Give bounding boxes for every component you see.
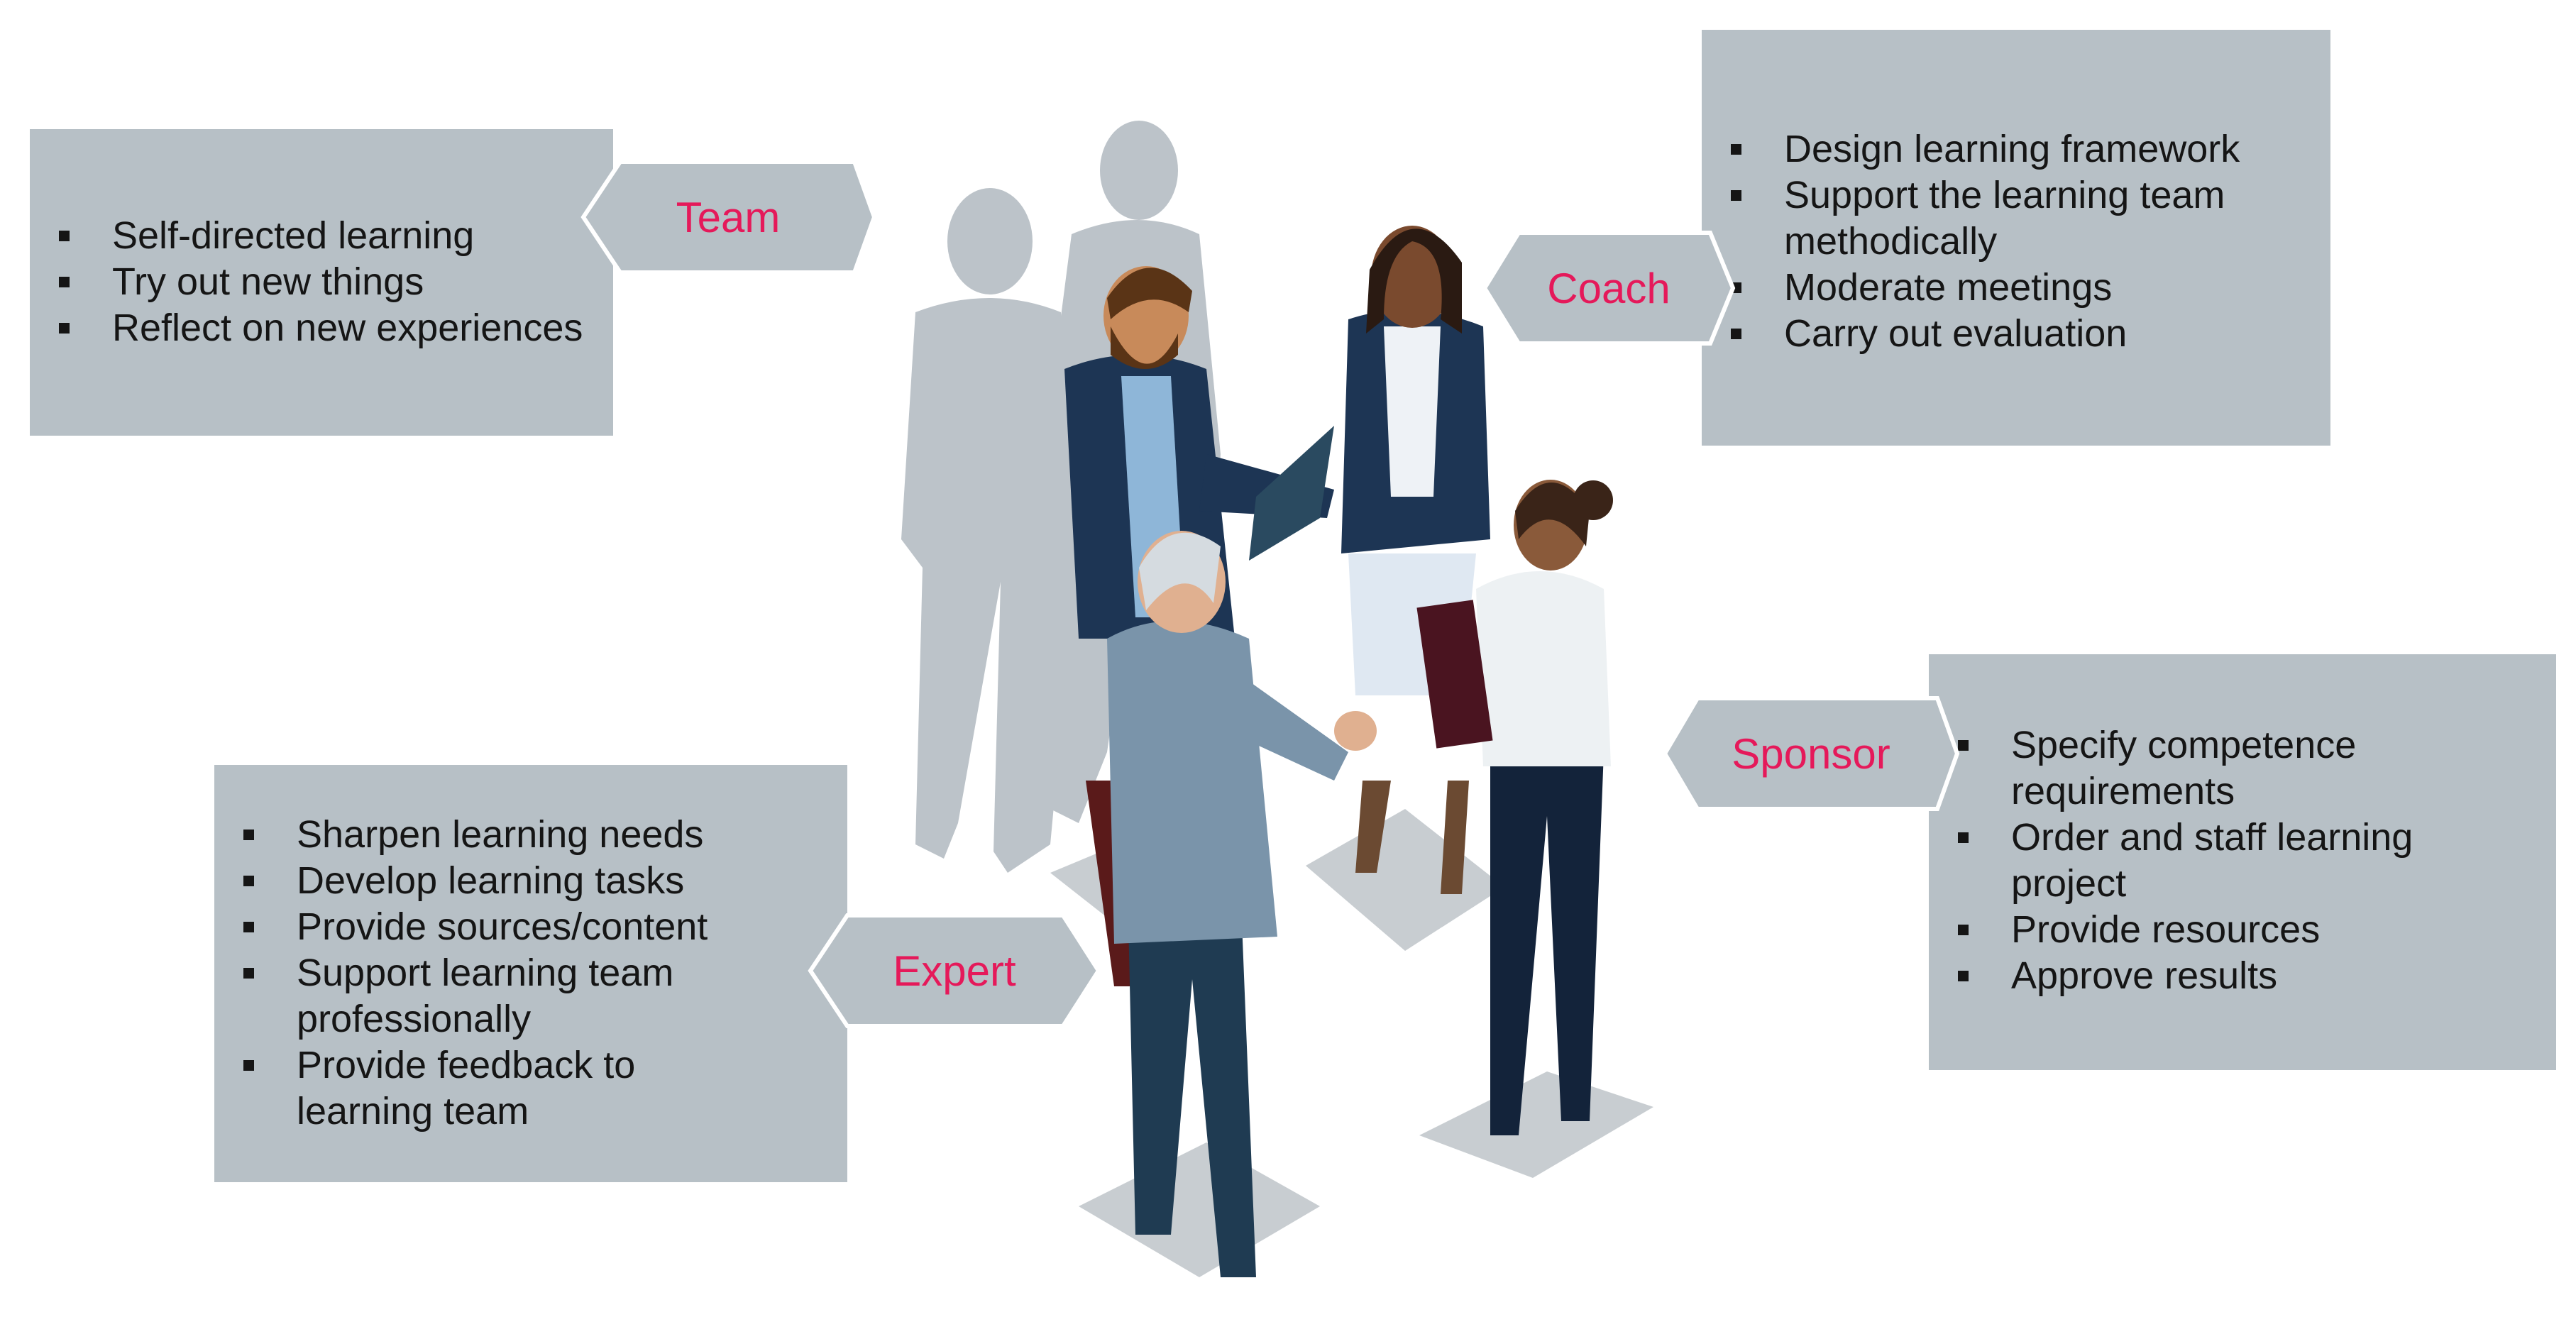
expert-item: Provide sources/content <box>214 904 782 950</box>
person-icon <box>1416 480 1613 1135</box>
team-item: Self-directed learning <box>30 213 583 259</box>
sponsor-item: Provide resources <box>1929 907 2532 953</box>
sponsor-label: Sponsor <box>1732 729 1890 778</box>
expert-box: Sharpen learning needs Develop learning … <box>214 765 847 1182</box>
team-box: Self-directed learning Try out new thing… <box>30 129 613 436</box>
sponsor-tag: Sponsor <box>1661 695 1961 812</box>
team-item: Try out new things <box>30 259 583 305</box>
team-tag: Team <box>579 159 877 275</box>
expert-tag: Expert <box>806 913 1103 1029</box>
team-list: Self-directed learning Try out new thing… <box>30 213 583 351</box>
expert-list: Sharpen learning needs Develop learning … <box>214 812 782 1135</box>
expert-item: Develop learning tasks <box>214 858 782 904</box>
folder-icon <box>1249 426 1334 561</box>
coach-box: Design learning framework Support the le… <box>1702 30 2330 446</box>
team-item: Reflect on new experiences <box>30 305 583 351</box>
coach-item: Design learning framework <box>1702 126 2298 172</box>
expert-item: Support learning team professionally <box>214 950 782 1042</box>
coach-item: Support the learning team methodically <box>1702 172 2298 265</box>
book-icon <box>1416 600 1493 749</box>
sponsor-item: Specify competence requirements <box>1929 722 2532 815</box>
sponsor-item: Approve results <box>1929 953 2532 999</box>
sponsor-list: Specify competence requirements Order an… <box>1929 722 2532 999</box>
floor-shadow <box>1419 1071 1653 1178</box>
team-label: Team <box>676 193 781 241</box>
expert-item: Sharpen learning needs <box>214 812 782 858</box>
expert-label: Expert <box>893 947 1016 995</box>
floor-shadow <box>1306 809 1504 951</box>
person-icon <box>1107 531 1377 1277</box>
expert-item: Provide feedback to learning team <box>214 1042 782 1135</box>
floor-shadow <box>1079 1142 1320 1277</box>
coach-item: Carry out evaluation <box>1702 311 2298 357</box>
coach-tag: Coach <box>1480 230 1737 346</box>
sponsor-item: Order and staff learning project <box>1929 815 2532 907</box>
coach-label: Coach <box>1547 264 1670 312</box>
coach-item: Moderate meetings <box>1702 265 2298 311</box>
coach-list: Design learning framework Support the le… <box>1702 126 2298 357</box>
person-icon <box>1341 226 1490 894</box>
sponsor-box: Specify competence requirements Order an… <box>1929 654 2556 1070</box>
